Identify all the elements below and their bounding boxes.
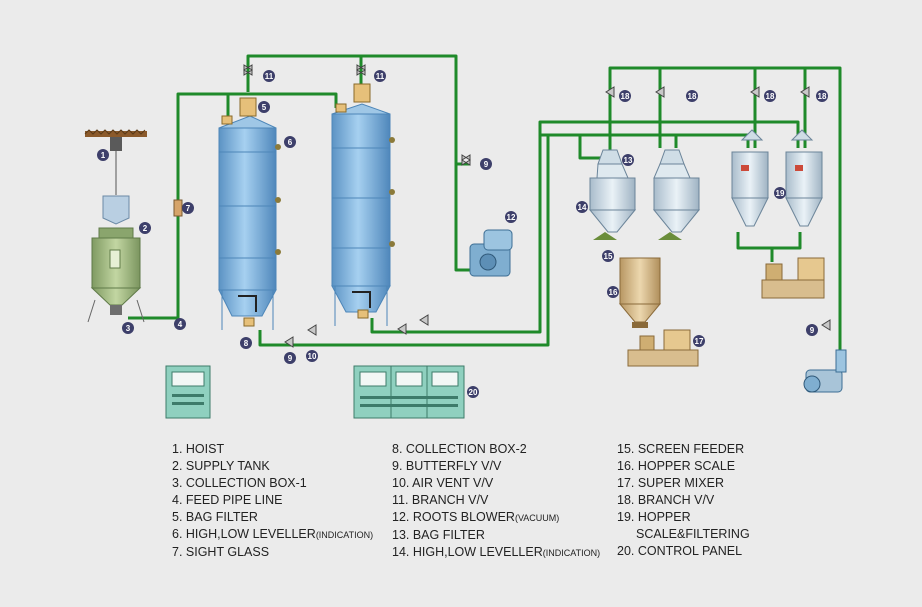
marker-9: 9 xyxy=(480,158,492,170)
svg-text:2: 2 xyxy=(143,224,148,233)
vacuum-blower-right xyxy=(803,349,847,393)
svg-text:15: 15 xyxy=(604,252,613,261)
svg-text:18: 18 xyxy=(621,92,630,101)
legend-item: 20. CONTROL PANEL xyxy=(617,544,743,558)
marker-3: 3 xyxy=(122,322,134,334)
marker-10: 10 xyxy=(306,350,318,362)
legend-item: 19. HOPPER xyxy=(617,510,691,524)
marker-11: 11 xyxy=(263,70,275,82)
legend-item: 6. HIGH,LOW LEVELLER(INDICATION) xyxy=(172,527,374,541)
svg-text:4: 4 xyxy=(178,320,183,329)
legend-column-1: 1. HOIST 2. SUPPLY TANK 3. COLLECTION BOX-… xyxy=(172,441,373,561)
bag-filter-bins xyxy=(588,149,701,240)
svg-text:18: 18 xyxy=(766,92,775,101)
marker-2: 2 xyxy=(139,222,151,234)
marker-7: 7 xyxy=(182,202,194,214)
legend-item: 17. SUPER MIXER xyxy=(617,476,724,490)
hopper-scale xyxy=(618,257,662,328)
legend-item: 7. SIGHT GLASS xyxy=(172,545,270,559)
svg-text:9: 9 xyxy=(810,326,815,335)
svg-text:8: 8 xyxy=(244,339,249,348)
hopper-scale-filtering xyxy=(731,129,825,299)
svg-text:13: 13 xyxy=(624,156,633,165)
svg-text:5: 5 xyxy=(262,103,267,112)
svg-text:17: 17 xyxy=(695,337,704,346)
super-mixer xyxy=(627,329,699,367)
control-panel-main xyxy=(353,365,465,419)
legend-item: 10. AIR VENT V/V xyxy=(392,476,494,490)
legend-item: 4. FEED PIPE LINE xyxy=(172,493,283,507)
legend-column-3: 15. SCREEN FEEDER 16. HOPPER SCALE 17. SUP… xyxy=(617,441,750,560)
svg-text:14: 14 xyxy=(578,203,587,212)
legend-item: 8. COLLECTION BOX-2 xyxy=(392,442,527,456)
marker-18: 18 xyxy=(686,90,698,102)
sight-glass xyxy=(173,199,183,217)
marker-9: 9 xyxy=(806,324,818,336)
marker-19: 19 xyxy=(774,187,786,199)
marker-15: 15 xyxy=(602,250,614,262)
legend-item: 1. HOIST xyxy=(172,442,225,456)
svg-text:1: 1 xyxy=(101,151,106,160)
marker-18: 18 xyxy=(816,90,828,102)
marker-1: 1 xyxy=(97,149,109,161)
svg-text:11: 11 xyxy=(376,72,385,81)
legend-item: 2. SUPPLY TANK xyxy=(172,459,270,473)
marker-9: 9 xyxy=(284,352,296,364)
svg-text:3: 3 xyxy=(126,324,131,333)
marker-16: 16 xyxy=(607,286,619,298)
svg-text:20: 20 xyxy=(469,388,478,397)
svg-text:9: 9 xyxy=(484,160,489,169)
svg-text:12: 12 xyxy=(507,213,516,222)
legend-item: 5. BAG FILTER xyxy=(172,510,258,524)
legend-item: SCALE&FILTERING xyxy=(636,527,750,541)
legend-item: 3. COLLECTION BOX-1 xyxy=(172,476,307,490)
marker-18: 18 xyxy=(619,90,631,102)
svg-text:18: 18 xyxy=(818,92,827,101)
marker-18: 18 xyxy=(764,90,776,102)
marker-12: 12 xyxy=(505,211,517,223)
marker-5: 5 xyxy=(258,101,270,113)
legend-item: 18. BRANCH V/V xyxy=(617,493,715,507)
svg-text:6: 6 xyxy=(288,138,293,147)
svg-text:9: 9 xyxy=(288,354,293,363)
marker-20: 20 xyxy=(467,386,479,398)
marker-14: 14 xyxy=(576,201,588,213)
legend-item: 13. BAG FILTER xyxy=(392,528,485,542)
hoist xyxy=(84,129,147,225)
svg-text:19: 19 xyxy=(776,189,785,198)
svg-text:10: 10 xyxy=(308,352,317,361)
marker-4: 4 xyxy=(174,318,186,330)
marker-11: 11 xyxy=(374,70,386,82)
legend-item: 11. BRANCH V/V xyxy=(392,493,489,507)
control-panel-left xyxy=(165,365,211,419)
valves xyxy=(243,64,831,348)
marker-8: 8 xyxy=(240,337,252,349)
legend-item: 16. HOPPER SCALE xyxy=(617,459,736,473)
legend-column-2: 8. COLLECTION BOX-2 9. BUTTERFLY V/V 10. A… xyxy=(392,441,600,562)
legend-item: 12. ROOTS BLOWER(VACUUM) xyxy=(392,510,560,524)
legend-item: 9. BUTTERFLY V/V xyxy=(392,459,502,473)
svg-text:11: 11 xyxy=(265,72,274,81)
marker-17: 17 xyxy=(693,335,705,347)
marker-6: 6 xyxy=(284,136,296,148)
svg-text:18: 18 xyxy=(688,92,697,101)
svg-text:16: 16 xyxy=(609,288,618,297)
roots-blower xyxy=(469,229,513,277)
silo-tank-1 xyxy=(218,97,281,330)
silo-tank-2 xyxy=(331,83,395,326)
legend-item: 14. HIGH,LOW LEVELLER(INDICATION) xyxy=(392,545,601,559)
marker-13: 13 xyxy=(622,154,634,166)
legend-item: 15. SCREEN FEEDER xyxy=(617,442,745,456)
supply-tank xyxy=(87,227,145,323)
svg-text:7: 7 xyxy=(186,204,191,213)
